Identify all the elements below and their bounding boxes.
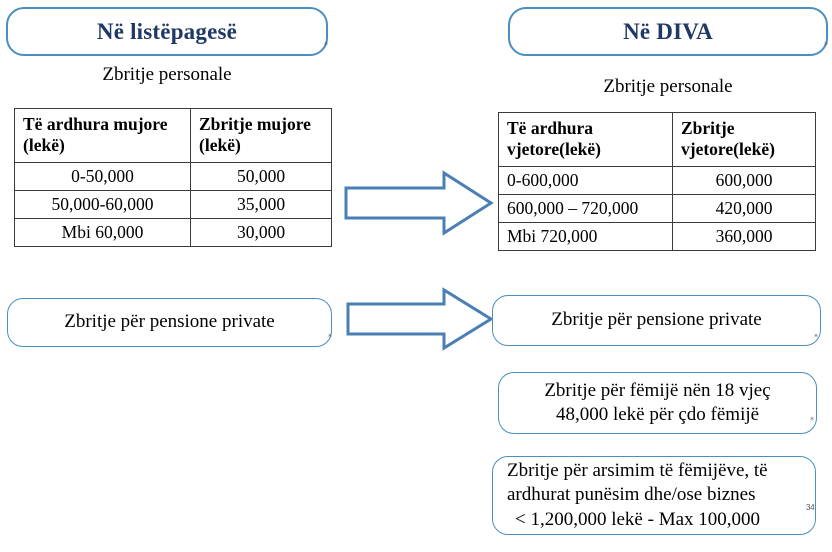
anchor-mark-icon: ⁎ [810,413,814,422]
box-education-deduction-line1: Zbritje për arsimim të fëmijëve, të [507,460,768,482]
box-education-deduction-line2: ardhurat punësim dhe/ose biznes [507,484,756,506]
cell-deduction: 50,000 [190,161,332,191]
table-header-row: Të ardhura mujore (lekë) Zbritje mujore … [14,108,332,163]
box-education-deduction-text: Zbritje për arsimim të fëmijëve, të ardh… [493,459,815,532]
table-header-row: Të ardhura vjetore(lekë) Zbritje vjetore… [498,112,816,167]
box-education-deduction-line3: < 1,200,000 lekë - Max 100,000 [515,508,761,530]
anchor-mark-icon: ⁎ [324,38,328,47]
box-child-deduction: Zbritje për fëmijë nën 18 vjeç 48,000 le… [498,372,817,434]
cell-deduction: 360,000 [672,221,816,251]
header-box-payroll: Në listëpagesë [6,7,328,56]
anchor-mark-icon: ⁎ [814,330,818,339]
cell-deduction: 35,000 [190,189,332,219]
table-header-income-monthly: Të ardhura mujore (lekë) [14,108,191,163]
cell-income: 50,000-60,000 [14,189,191,219]
arrow-pension-icon [346,287,494,351]
box-pension-left-label: Zbritje për pensione private [64,311,275,333]
cell-deduction: 420,000 [672,193,816,223]
table-header-income-annual: Të ardhura vjetore(lekë) [498,112,673,167]
box-pension-right: Zbritje për pensione private [492,295,821,346]
cell-deduction: 30,000 [190,217,332,247]
table-header-deduction-annual: Zbritje vjetore(lekë) [672,112,816,167]
anchor-mark-icon: ⁎ [824,38,828,47]
table-monthly-deductions: Të ardhura mujore (lekë) Zbritje mujore … [14,108,332,247]
table-row: 0-50,000 50,000 [14,161,332,191]
box-child-deduction-text: Zbritje për fëmijë nën 18 vjeç 48,000 le… [499,379,816,428]
cell-income: 0-50,000 [14,161,191,191]
caption-left-personal-deduction: Zbritje personale [102,64,232,85]
cell-deduction: 600,000 [672,165,816,195]
anchor-mark-numbered: 34 [806,503,815,512]
header-box-payroll-title: Në listëpagesë [96,18,238,44]
cell-income: Mbi 720,000 [498,221,673,251]
table-row: Mbi 720,000 360,000 [498,221,816,251]
box-pension-left: Zbritje për pensione private [7,298,332,347]
box-child-deduction-line1: Zbritje për fëmijë nën 18 vjeç [544,379,771,401]
table-row: Mbi 60,000 30,000 [14,217,332,247]
caption-right-personal-deduction: Zbritje personale [603,76,733,97]
table-annual-deductions: Të ardhura vjetore(lekë) Zbritje vjetore… [498,112,816,251]
anchor-mark-icon: ⁎ [328,330,332,339]
table-row: 50,000-60,000 35,000 [14,189,332,219]
box-child-deduction-line2: 48,000 lekë për çdo fëmijë [555,404,760,425]
table-row: 0-600,000 600,000 [498,165,816,195]
header-box-diva-title: Në DIVA [623,18,713,44]
cell-income: 0-600,000 [498,165,673,195]
box-education-deduction: Zbritje për arsimim të fëmijëve, të ardh… [492,456,816,535]
header-box-diva: Në DIVA [508,7,828,56]
cell-income: Mbi 60,000 [14,217,191,247]
table-row: 600,000 – 720,000 420,000 [498,193,816,223]
cell-income: 600,000 – 720,000 [498,193,673,223]
box-pension-right-label: Zbritje për pensione private [551,309,762,331]
table-header-deduction-monthly: Zbritje mujore (lekë) [190,108,332,163]
arrow-tables-icon [344,170,494,236]
